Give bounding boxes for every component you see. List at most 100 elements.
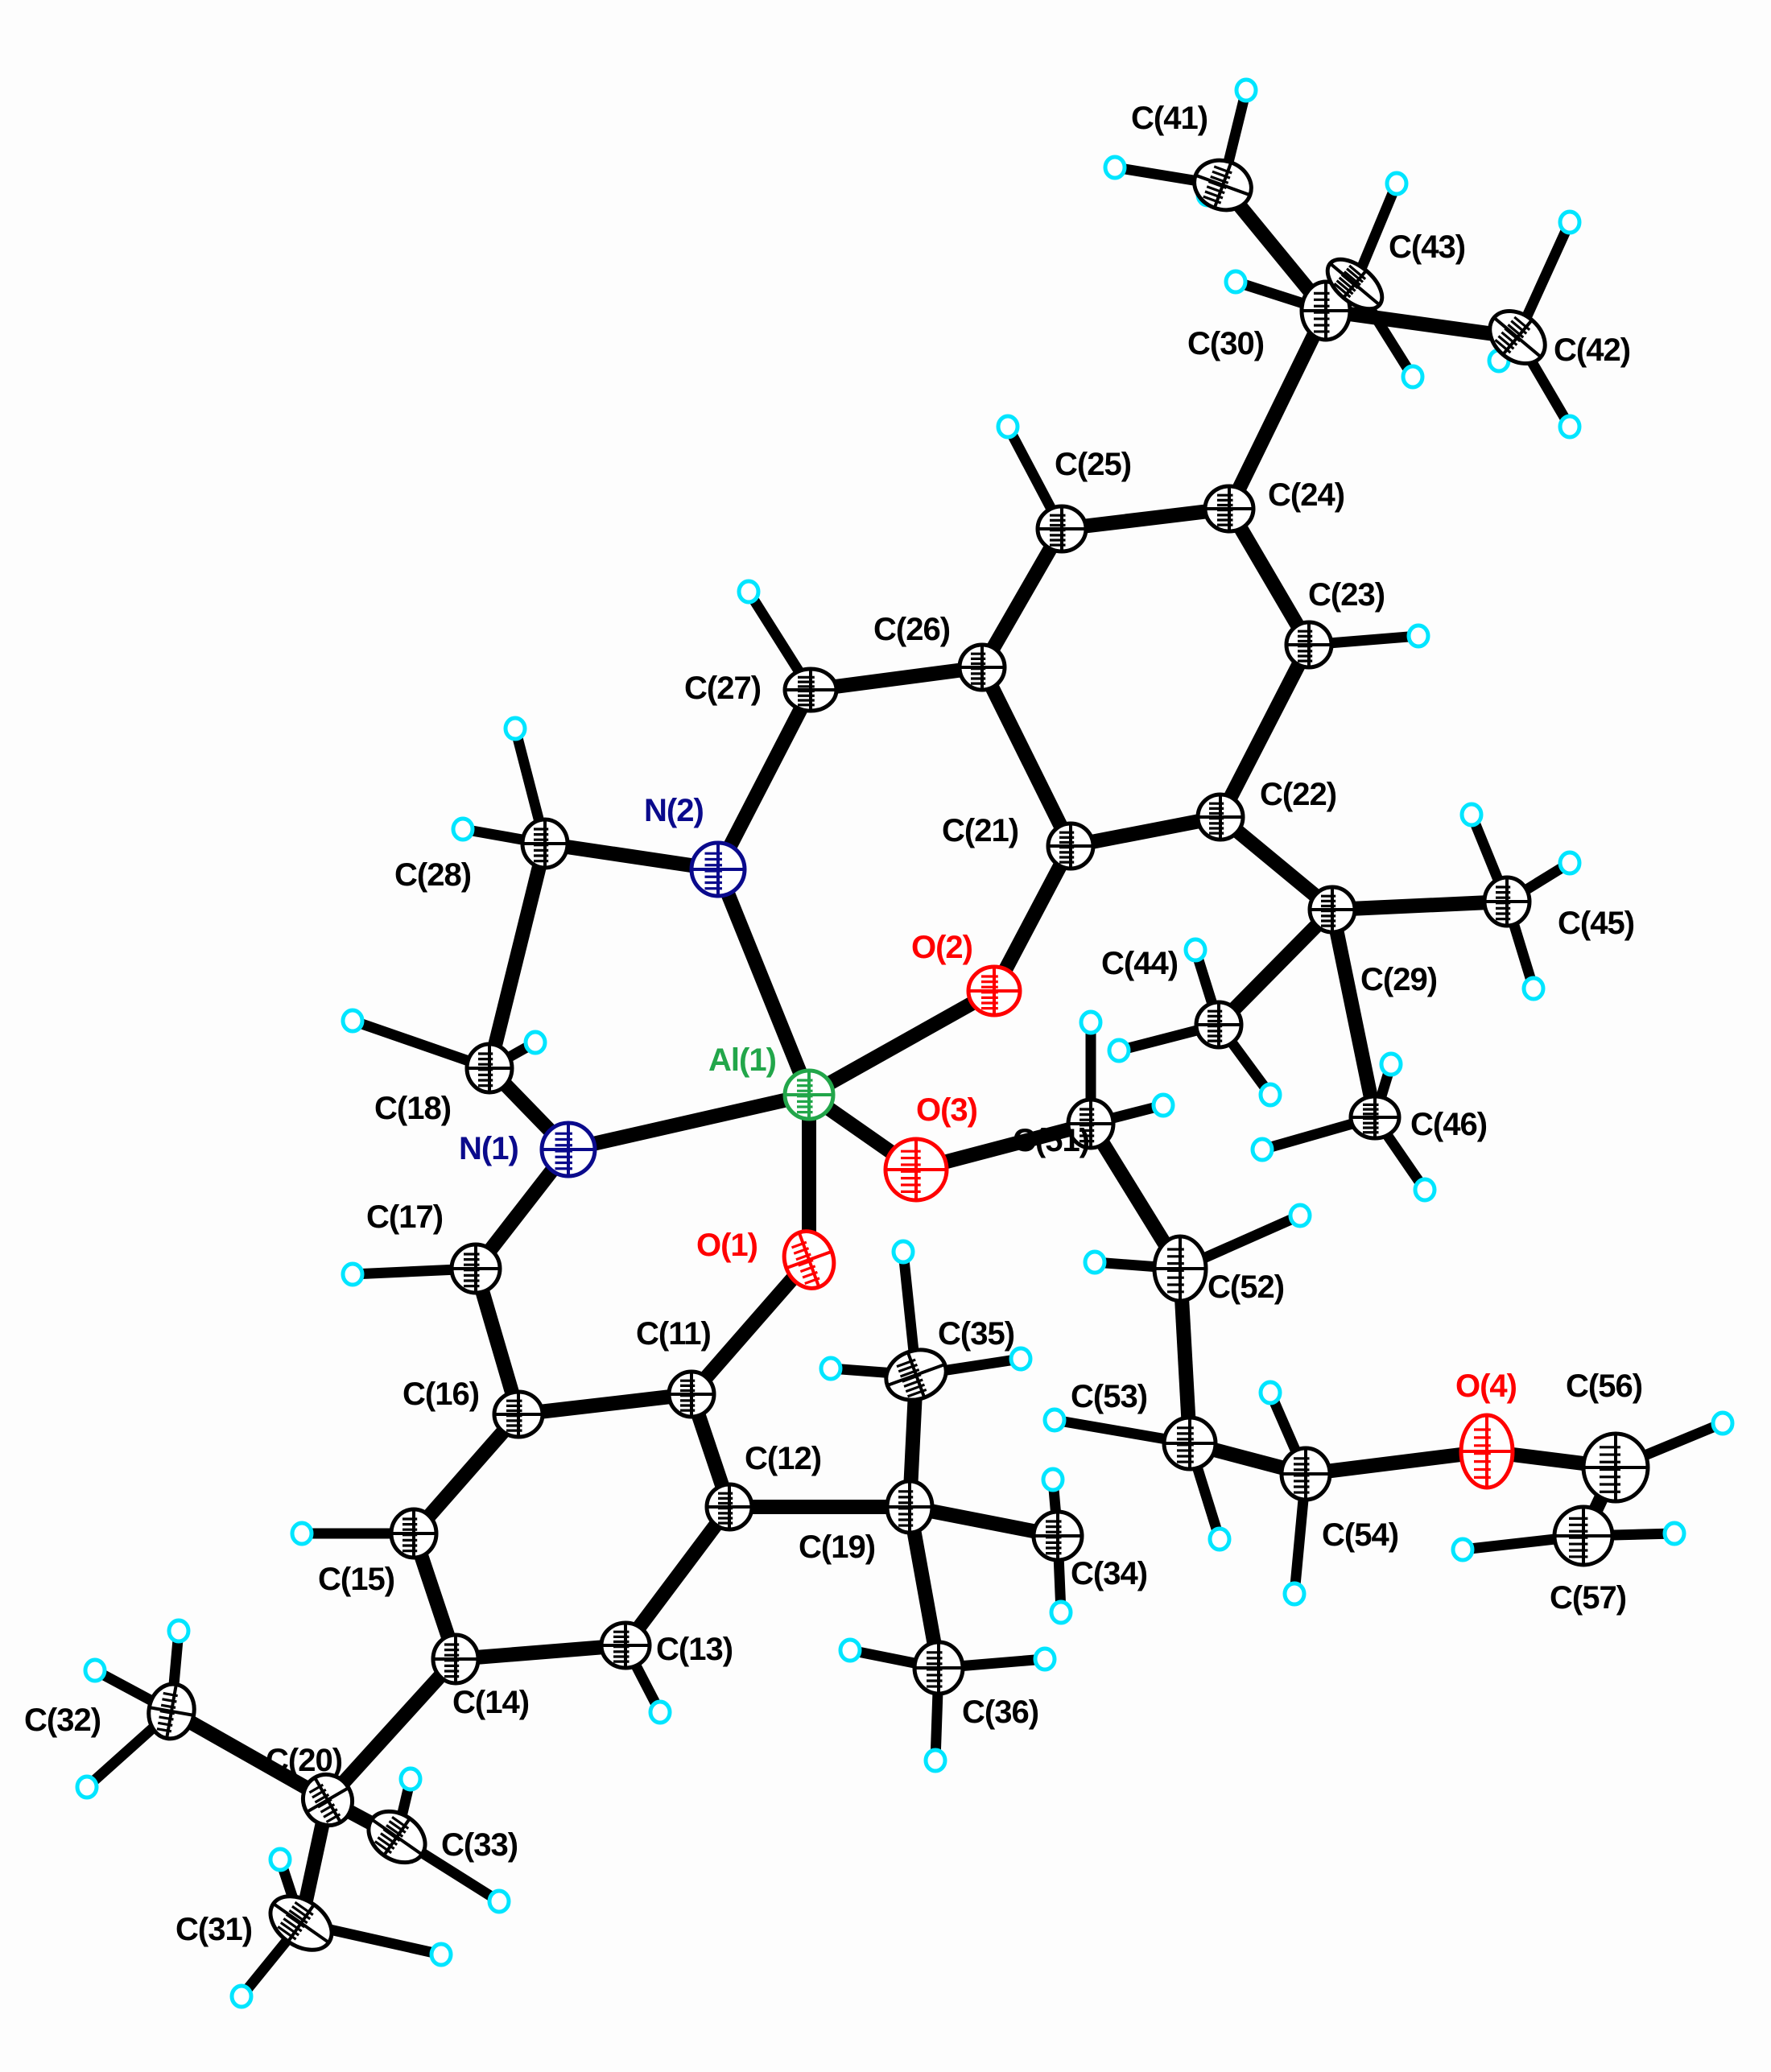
atom-C32 bbox=[147, 1682, 196, 1741]
hydrogen-atom bbox=[268, 1847, 292, 1872]
atom-C44 bbox=[1194, 1000, 1244, 1050]
bond-C26-C27 bbox=[809, 660, 984, 697]
bond-O1-C11 bbox=[686, 1255, 815, 1399]
hydrogen-atom bbox=[819, 1356, 843, 1381]
atom-label-C23: C(23) bbox=[1308, 577, 1385, 613]
hydrogen-atom bbox=[290, 1521, 314, 1546]
atom-C30 bbox=[1299, 279, 1352, 342]
atom-C11 bbox=[667, 1369, 716, 1419]
hydrogen-atoms-layer bbox=[75, 77, 1735, 2009]
atom-C29 bbox=[1307, 885, 1357, 935]
atom-O4 bbox=[1459, 1413, 1515, 1490]
hydrogen-atom bbox=[1451, 1537, 1475, 1562]
hydrogen-atom bbox=[1151, 1092, 1175, 1118]
atom-label-C21: C(21) bbox=[942, 813, 1018, 848]
atom-C15 bbox=[389, 1507, 439, 1560]
atom-C20 bbox=[300, 1772, 355, 1828]
hydrogen-atom bbox=[1009, 1346, 1033, 1372]
atom-label-C53: C(53) bbox=[1071, 1379, 1147, 1414]
atom-label-C30: C(30) bbox=[1187, 326, 1264, 361]
atom-C52 bbox=[1152, 1234, 1208, 1303]
atom-O2 bbox=[966, 964, 1022, 1017]
atom-O3 bbox=[883, 1137, 949, 1203]
atom-C18 bbox=[464, 1042, 514, 1095]
atom-label-C19: C(19) bbox=[799, 1529, 875, 1565]
bond-C54-O4 bbox=[1304, 1444, 1488, 1481]
hydrogen-atom bbox=[1379, 1051, 1403, 1077]
hydrogen-atom bbox=[503, 716, 527, 741]
labels-layer: Al(1)N(1)N(2)O(1)O(2)O(3)O(4)C(11)C(12)C… bbox=[24, 101, 1643, 1947]
bond-C30-C42 bbox=[1324, 303, 1519, 345]
atoms-layer bbox=[147, 158, 1650, 1952]
atom-C17 bbox=[449, 1242, 502, 1295]
hydrogen-atom bbox=[1385, 171, 1409, 196]
atom-C21 bbox=[1046, 821, 1096, 871]
atom-label-C45: C(45) bbox=[1558, 906, 1634, 941]
bond-C14-C20 bbox=[322, 1653, 461, 1806]
bond-Al1-N2 bbox=[711, 866, 816, 1098]
hydrogen-atom bbox=[923, 1748, 947, 1773]
bond-Al1-N1 bbox=[567, 1088, 811, 1157]
bond-O2-C21 bbox=[988, 842, 1077, 995]
atom-C26 bbox=[957, 642, 1007, 692]
bond-C23-C24 bbox=[1223, 505, 1315, 649]
bond-C18-C28 bbox=[482, 841, 552, 1071]
atom-label-C32: C(32) bbox=[24, 1703, 101, 1738]
atom-label-C52: C(52) bbox=[1208, 1269, 1284, 1305]
atom-label-O3: O(3) bbox=[916, 1092, 977, 1128]
atom-label-O1: O(1) bbox=[696, 1228, 758, 1263]
atom-label-C54: C(54) bbox=[1322, 1517, 1398, 1553]
bond-C11-C16 bbox=[517, 1387, 693, 1422]
bond-N2-C27 bbox=[712, 686, 817, 873]
atom-C25 bbox=[1035, 504, 1088, 554]
atom-label-C20: C(20) bbox=[266, 1743, 342, 1778]
bond-C29-C45 bbox=[1331, 894, 1508, 917]
atom-C22 bbox=[1195, 792, 1245, 842]
atom-label-C14: C(14) bbox=[452, 1685, 529, 1720]
bond-C24-C30 bbox=[1222, 307, 1333, 512]
atom-label-C18: C(18) bbox=[374, 1091, 451, 1126]
bond-C29-C46 bbox=[1325, 908, 1382, 1119]
atom-C33 bbox=[366, 1809, 427, 1865]
atom-C43 bbox=[1325, 257, 1385, 312]
bond-Al1-O2 bbox=[805, 984, 998, 1101]
hydrogen-atom bbox=[451, 816, 475, 842]
hydrogen-atom bbox=[1079, 1009, 1103, 1035]
atom-Al1 bbox=[782, 1068, 836, 1121]
atom-O1 bbox=[782, 1229, 836, 1290]
hydrogen-atom bbox=[341, 1008, 365, 1034]
atom-C19 bbox=[885, 1479, 935, 1535]
hydrogen-atom bbox=[1208, 1526, 1232, 1552]
bond-C15-C16 bbox=[408, 1410, 524, 1538]
atom-label-C27: C(27) bbox=[684, 671, 761, 706]
atom-label-C22: C(22) bbox=[1260, 777, 1336, 812]
atom-label-C36: C(36) bbox=[962, 1694, 1038, 1730]
hydrogen-atom bbox=[83, 1657, 107, 1683]
atom-label-C51: C(51) bbox=[1013, 1123, 1089, 1158]
atom-label-C26: C(26) bbox=[873, 612, 950, 647]
hydrogen-atom bbox=[75, 1774, 99, 1800]
atom-C57 bbox=[1552, 1504, 1615, 1567]
hydrogen-atom bbox=[1282, 1581, 1307, 1607]
hydrogen-atom bbox=[523, 1030, 547, 1055]
atom-C14 bbox=[431, 1632, 481, 1686]
hydrogen-atom bbox=[1083, 1249, 1107, 1275]
atom-C56 bbox=[1581, 1431, 1650, 1504]
atom-label-C16: C(16) bbox=[402, 1377, 479, 1412]
atom-C46 bbox=[1348, 1094, 1402, 1141]
atom-label-C12: C(12) bbox=[745, 1441, 821, 1476]
atom-C16 bbox=[492, 1389, 545, 1439]
atom-label-C28: C(28) bbox=[394, 857, 471, 893]
atom-label-C57: C(57) bbox=[1550, 1580, 1626, 1616]
atom-label-C11: C(11) bbox=[636, 1316, 711, 1352]
hydrogen-atom bbox=[1558, 414, 1582, 440]
hydrogen-atom bbox=[1258, 1082, 1282, 1108]
atom-label-C13: C(13) bbox=[656, 1632, 733, 1667]
hydrogen-atom bbox=[1224, 269, 1248, 295]
hydrogen-atom bbox=[341, 1261, 365, 1287]
bond-C21-C26 bbox=[975, 664, 1078, 849]
atom-C28 bbox=[520, 817, 570, 870]
atom-label-C46: C(46) bbox=[1410, 1107, 1487, 1142]
atom-C35 bbox=[884, 1348, 948, 1402]
